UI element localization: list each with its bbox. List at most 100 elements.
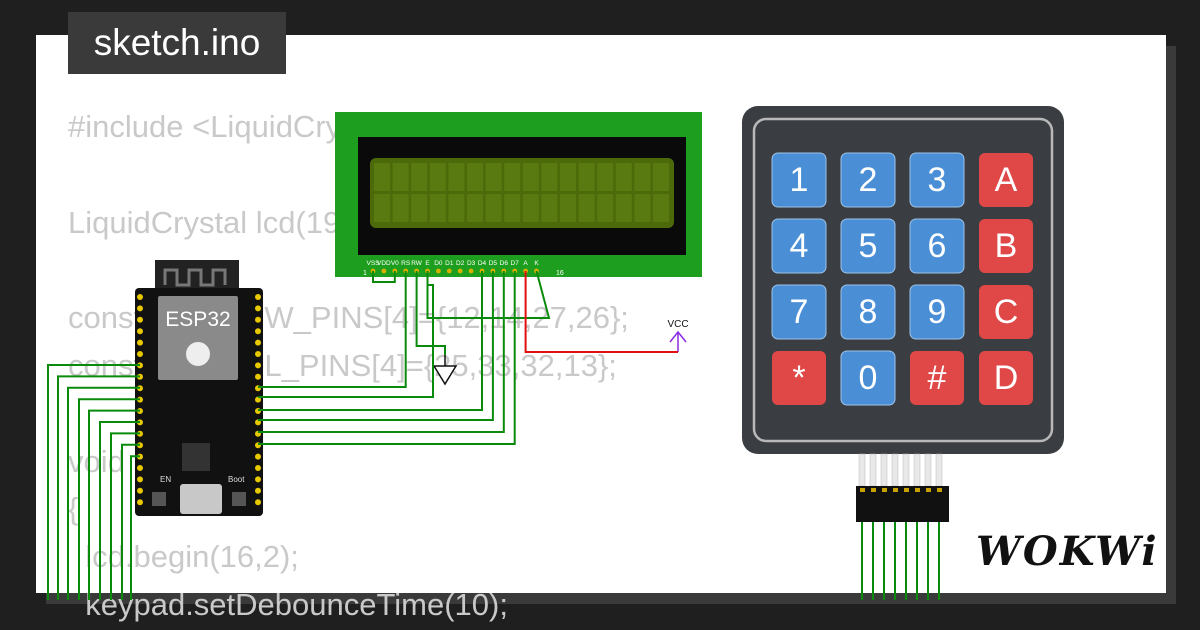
esp32-pin[interactable] [255,465,261,471]
wire[interactable] [258,271,516,445]
lcd-pin[interactable] [446,268,452,274]
esp32-pin[interactable] [255,362,261,369]
keypad-key-4[interactable]: 4 [771,218,827,274]
keypad-key-A[interactable]: A [979,153,1033,207]
espressif-logo-icon [186,342,210,366]
keypad-key-C[interactable]: C [979,285,1033,339]
wire[interactable] [372,271,396,283]
ribbon-pin[interactable] [882,488,887,492]
keypad-key-*[interactable]: * [772,351,826,405]
wire[interactable] [258,271,494,421]
lcd-cell [411,194,428,222]
wire[interactable] [258,284,434,398]
esp32-pin[interactable] [255,373,261,380]
esp32-pin[interactable] [255,476,261,483]
ribbon-trace [869,453,877,487]
wire[interactable] [110,432,140,600]
esp32-pin[interactable] [255,294,261,300]
keypad-key-8[interactable]: 8 [840,284,896,340]
lcd-pin-label: D3 [467,260,476,267]
esp32-pin[interactable] [255,453,261,460]
esp32-pin[interactable] [255,487,261,494]
keypad-key-D[interactable]: D [979,351,1033,405]
wire[interactable] [426,270,551,319]
ribbon-pin[interactable] [871,488,876,492]
wire[interactable] [57,375,140,600]
keypad-key-9[interactable]: 9 [909,284,965,340]
keypad-key-label: C [994,293,1019,331]
keypad-key-#[interactable]: # [910,351,964,405]
keypad-key-0[interactable]: 0 [840,350,896,406]
ribbon-pin[interactable] [926,488,931,492]
boot-button[interactable] [232,492,246,506]
lcd-pin[interactable] [436,268,441,274]
en-button[interactable] [152,492,166,506]
keypad-key-label: 2 [859,161,878,199]
lcd-pin[interactable] [381,268,387,274]
wire[interactable] [121,443,140,600]
code-line: { [68,491,79,527]
lcd-cell [374,194,390,222]
lcd-cell [653,194,669,222]
ribbon-pin[interactable] [860,488,865,492]
ribbon-pin[interactable] [904,488,909,492]
wire[interactable] [88,409,140,600]
esp32-pin[interactable] [255,351,261,357]
ribbon-pin[interactable] [937,488,942,492]
esp32-label: ESP32 [165,308,230,331]
esp32-pin[interactable] [137,476,143,483]
wire[interactable] [99,421,140,600]
esp32-board[interactable]: ESP32 EN Boot [135,260,263,516]
lcd-pin[interactable] [468,268,474,274]
wire[interactable] [258,271,407,388]
esp32-pin[interactable] [137,465,143,471]
boot-label: Boot [228,475,245,484]
esp32-pin[interactable] [137,328,143,335]
lcd-pin-label: D1 [445,260,454,267]
lcd-cell [448,194,465,222]
wire[interactable] [67,386,140,600]
lcd-cell [597,194,614,222]
keypad-key-B[interactable]: B [979,219,1033,273]
esp32-pin[interactable] [137,339,143,346]
lcd-cell [541,163,558,191]
esp32-pin[interactable] [255,305,261,312]
ribbon-pin[interactable] [915,488,920,492]
ribbon-pin[interactable] [893,488,898,492]
esp32-pin[interactable] [255,499,261,506]
esp32-pin[interactable] [137,305,143,312]
wire[interactable] [415,271,446,355]
ribbon-trace [935,453,943,487]
esp32-pin[interactable] [137,499,143,506]
keypad-key-2[interactable]: 2 [840,152,896,208]
esp32-pin[interactable] [255,396,261,403]
wire[interactable] [258,271,483,411]
esp32-module-shield [158,296,238,380]
wire[interactable] [258,271,505,433]
lcd-pin-last-number: 16 [556,270,564,277]
esp32-pin[interactable] [137,294,143,300]
lcd-cell [504,194,521,222]
esp32-pin[interactable] [137,351,143,357]
esp32-pin[interactable] [255,339,261,346]
esp32-pin[interactable] [137,487,143,494]
keypad-key-5[interactable]: 5 [840,218,896,274]
lcd-pin-label: V0 [391,260,399,267]
wire[interactable] [78,398,140,600]
keypad-key-3[interactable]: 3 [909,152,965,208]
lcd-pin[interactable] [457,268,463,274]
file-tab[interactable]: sketch.ino [68,12,286,74]
esp32-pin[interactable] [255,316,261,323]
wire[interactable] [47,364,140,600]
esp32-pin[interactable] [137,316,143,323]
wire[interactable] [130,455,140,600]
esp32-pin[interactable] [255,328,261,335]
keypad-key-6[interactable]: 6 [909,218,965,274]
keypad-key-1[interactable]: 1 [771,152,827,208]
keypad-key-label: D [994,359,1019,397]
keypad-key-7[interactable]: 7 [771,284,827,340]
wire[interactable] [524,271,678,353]
